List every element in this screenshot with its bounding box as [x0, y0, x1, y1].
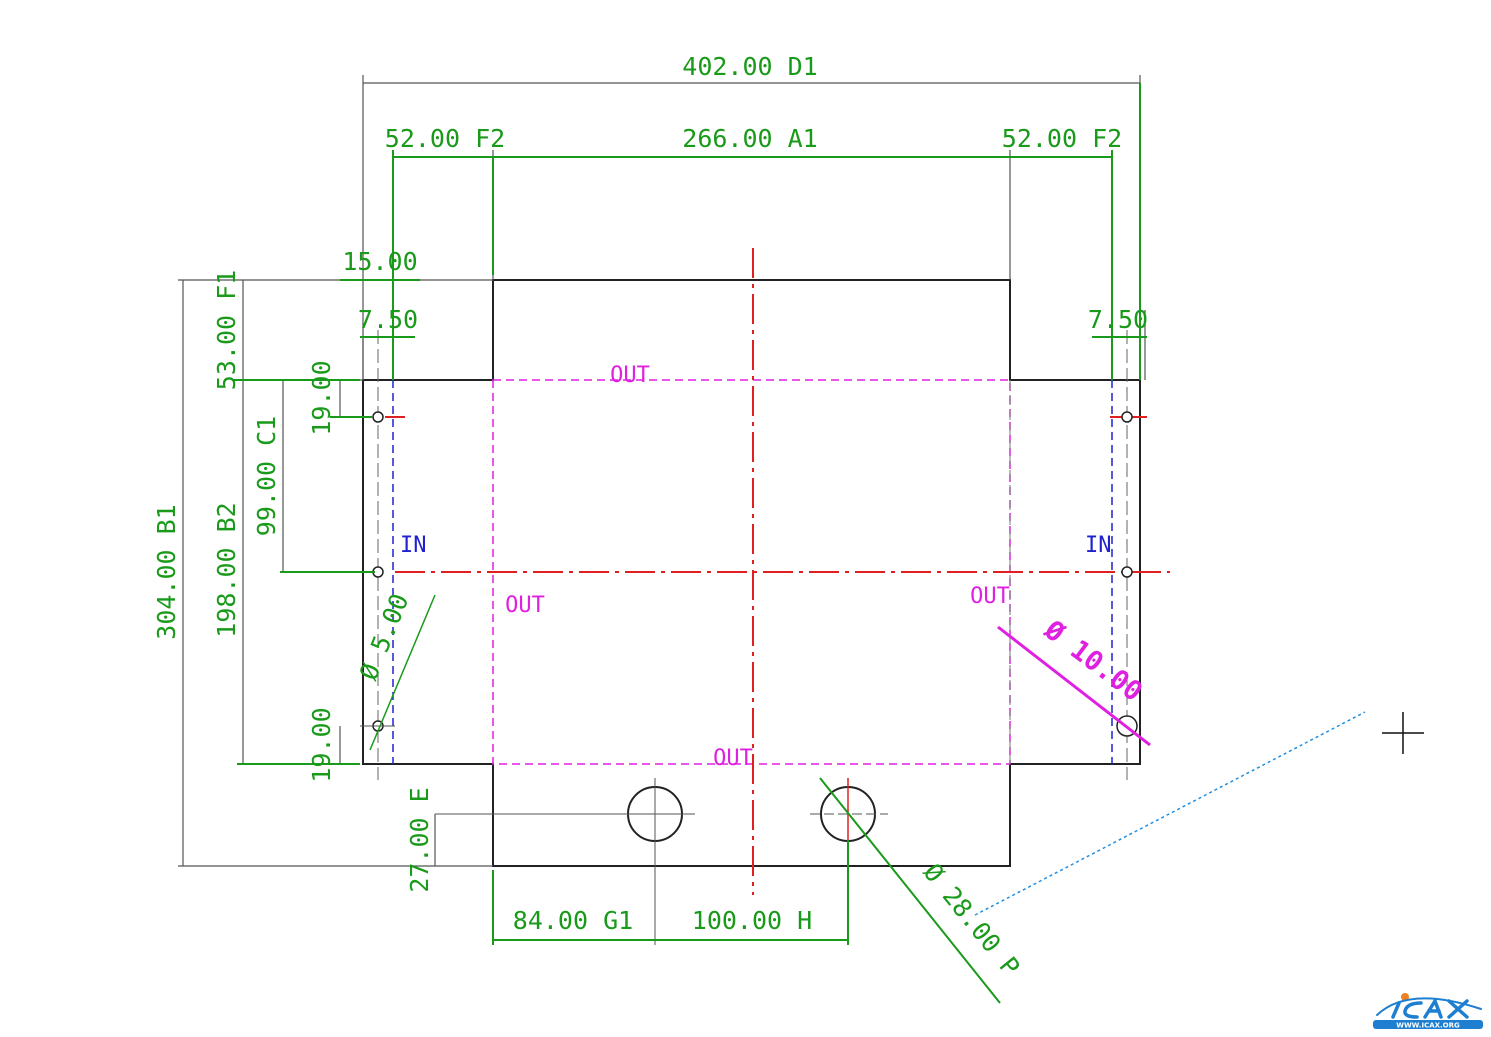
label-in-right: IN: [1085, 533, 1112, 558]
dim-overall-height[interactable]: 304.00 B1: [152, 504, 181, 639]
icax-logo-lettering: [1376, 997, 1482, 1019]
dim-bottom-hole-offset[interactable]: 19.00: [307, 707, 336, 782]
label-out-top: OUT: [610, 363, 650, 388]
dim-bottom-hole-height[interactable]: 27.00 E: [405, 787, 434, 892]
dim-corner-hole-diameter[interactable]: Ø 10.00: [1038, 614, 1148, 708]
snap-guide: [974, 711, 1366, 916]
corner-hole-leader: [997, 625, 1151, 747]
dim-body-height[interactable]: 198.00 B2: [212, 502, 241, 637]
logo-url: WWW.ICAX.ORG: [1396, 1022, 1460, 1030]
crosshair-cursor-icon: [1382, 712, 1424, 754]
dim-right-flange[interactable]: 52.00 F2: [1002, 124, 1122, 153]
small-hole[interactable]: [372, 411, 384, 423]
dim-hole-offset-right[interactable]: 7.50: [1088, 305, 1148, 334]
small-hole[interactable]: [1121, 566, 1133, 578]
dim-center-width[interactable]: 266.00 A1: [682, 124, 817, 153]
dim-left-flange[interactable]: 52.00 F2: [385, 124, 505, 153]
small-hole[interactable]: [1121, 411, 1133, 423]
icax-logo: WWW.ICAX.ORG: [1373, 993, 1483, 1030]
dim-hole1-position[interactable]: 84.00 G1: [513, 906, 633, 935]
dim-top-flange[interactable]: 53.00 F1: [212, 270, 241, 390]
dim-top-hole-offset[interactable]: 19.00: [307, 360, 336, 435]
label-in-left: IN: [400, 533, 427, 558]
dim-edge-offset[interactable]: 15.00: [342, 247, 417, 276]
label-out-right: OUT: [970, 584, 1010, 609]
dim-hole-offset-left[interactable]: 7.50: [358, 305, 418, 334]
dim-overall-width[interactable]: 402.00 D1: [682, 52, 817, 81]
dim-hole-spacing[interactable]: 100.00 H: [692, 906, 812, 935]
label-out-bottom: OUT: [713, 746, 753, 771]
label-out-left: OUT: [505, 593, 545, 618]
dim-center-hole-height[interactable]: 99.00 C1: [252, 416, 281, 536]
